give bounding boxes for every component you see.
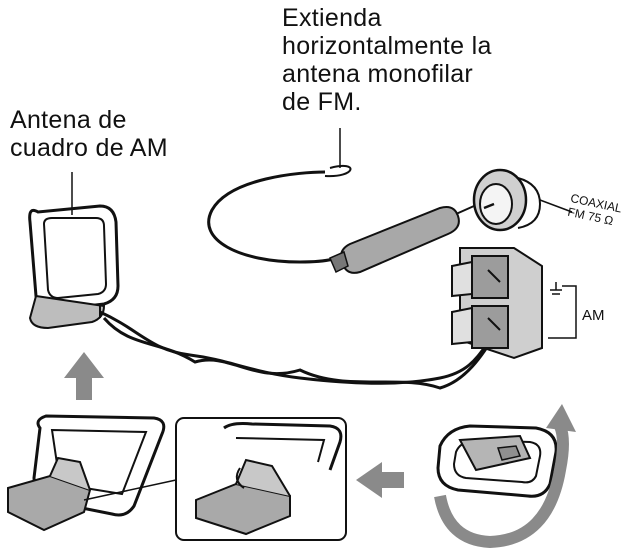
am-twisted-wire — [99, 310, 500, 390]
antenna-stand-assembly — [7, 414, 177, 532]
ground-symbol-icon — [548, 282, 577, 339]
coaxial-jack — [472, 168, 573, 232]
arrow-left-icon — [356, 462, 404, 498]
fm-wire-antenna — [207, 165, 475, 274]
arrow-up-icon — [64, 352, 104, 400]
am-antenna-label-line: cuadro de AM — [10, 134, 168, 162]
am-loop-antenna — [28, 204, 120, 330]
coaxial-leader-line — [539, 199, 573, 213]
fm-instruction-line: horizontalmente la — [282, 32, 492, 60]
fm-instruction-text: Extienda horizontalmente la antena monof… — [282, 4, 492, 116]
fm-instruction-line: de FM. — [282, 88, 362, 116]
am-antenna-label-line: Antena de — [10, 106, 127, 134]
fm-instruction-line: Extienda — [282, 4, 382, 32]
rotate-arrow-icon — [434, 404, 576, 549]
detail-inset — [175, 417, 347, 541]
am-antenna-label: Antena de cuadro de AM — [10, 106, 168, 162]
am-terminal-label: AM — [582, 307, 605, 324]
am-terminal-block — [451, 247, 543, 360]
fm-instruction-line: antena monofilar — [282, 60, 474, 88]
antenna-rotating — [436, 424, 558, 498]
